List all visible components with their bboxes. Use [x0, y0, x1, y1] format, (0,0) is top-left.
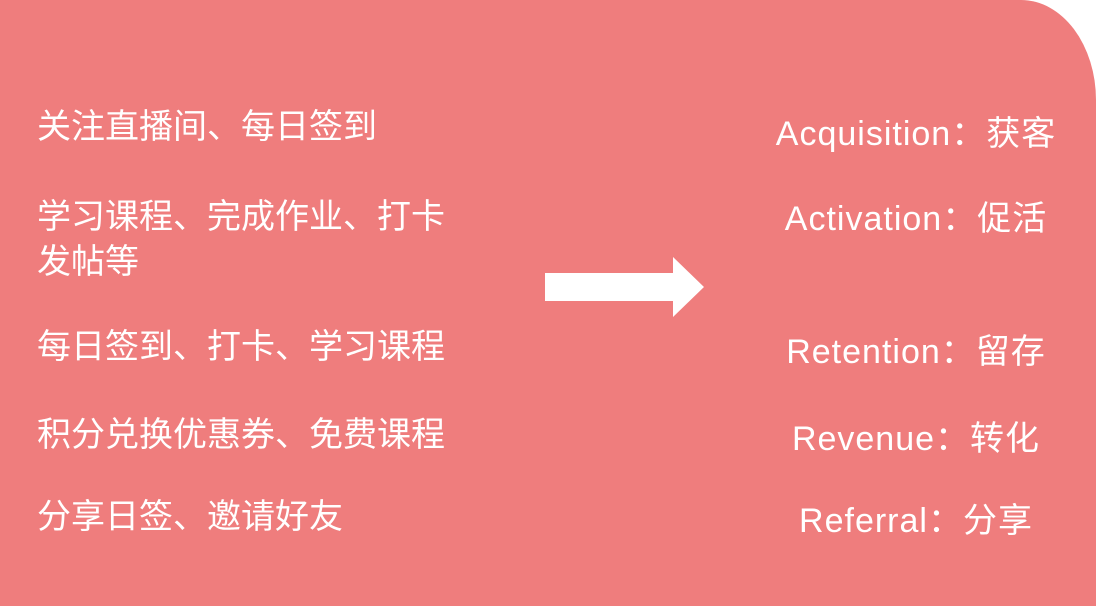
action-item-activation: 学习课程、完成作业、打卡 发帖等	[37, 198, 445, 281]
stage-label-activation: Activation：促活	[784, 200, 1048, 238]
action-item-revenue: 积分兑换优惠券、免费课程	[37, 416, 445, 454]
stage-label-referral: Referral：分享	[799, 502, 1033, 540]
right-arrow-icon	[545, 257, 704, 317]
action-item-acquisition: 关注直播间、每日签到	[37, 108, 377, 146]
stage-label-acquisition: Acquisition：获客	[775, 115, 1057, 153]
stage-label-revenue: Revenue：转化	[791, 420, 1041, 458]
stage-label-retention: Retention：留存	[786, 333, 1046, 371]
action-item-referral: 分享日签、邀请好友	[37, 498, 343, 536]
action-item-retention: 每日签到、打卡、学习课程	[37, 328, 445, 366]
